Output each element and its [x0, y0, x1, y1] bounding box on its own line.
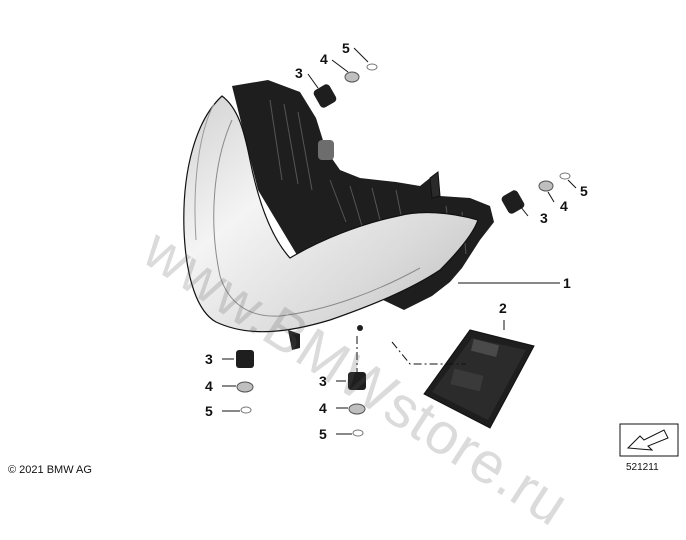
headlight-lens [183, 95, 479, 333]
callout-3-top: 3 [295, 65, 303, 81]
control-unit-connector [470, 339, 500, 357]
callout-5-right: 5 [580, 183, 588, 199]
assembly-axis-control-unit [391, 341, 466, 365]
callout-4-right: 4 [560, 198, 568, 214]
rubber-grommet-top [313, 84, 337, 108]
callout-4-top: 4 [320, 51, 328, 67]
lens-inner-contour [213, 119, 421, 317]
rubber-grommet-bottom-center [348, 372, 366, 390]
washer-top [344, 71, 360, 83]
callout-5-bottom-center: 5 [319, 426, 327, 442]
mounting-tab-top [429, 171, 441, 199]
washer-bottom-left [236, 381, 254, 393]
screw-right [559, 172, 571, 180]
copyright-text: © 2021 BMW AG [8, 464, 92, 476]
washer-right [538, 180, 554, 192]
callout-3-right: 3 [540, 210, 548, 226]
headlight-assembly-illustration [183, 80, 494, 350]
callout-1: 1 [563, 275, 571, 291]
exploded-parts-diagram: 1 2 3 4 5 3 4 5 3 4 5 3 4 5 [183, 40, 679, 457]
control-unit-illustration [423, 329, 535, 429]
diagram-number: 521211 [626, 462, 659, 473]
arrow-icon [626, 429, 669, 451]
mounting-hardware [236, 63, 571, 437]
callout-4-bottom-left: 4 [205, 378, 213, 394]
callout-4-bottom-center: 4 [319, 400, 327, 416]
lower-mount-point [357, 325, 363, 331]
bottom-bracket [288, 330, 300, 350]
washer-bottom-center [348, 403, 366, 415]
lens-edge-line [194, 103, 215, 241]
screw-bottom-left [240, 406, 252, 414]
callout-5-bottom-left: 5 [205, 403, 213, 419]
leader-lines [222, 47, 577, 435]
orientation-symbol [619, 423, 679, 457]
callout-5-top: 5 [342, 40, 350, 56]
control-unit-label-area [450, 368, 484, 392]
screw-bottom-center [352, 429, 364, 437]
callout-2: 2 [499, 300, 507, 316]
rubber-grommet-bottom-left [236, 350, 254, 368]
callout-labels: 1 2 3 4 5 3 4 5 3 4 5 3 4 5 [205, 40, 588, 442]
rubber-grommet-right [501, 190, 525, 214]
callout-3-bottom-center: 3 [319, 373, 327, 389]
callout-3-bottom-left: 3 [205, 351, 213, 367]
screw-top [366, 63, 378, 71]
bulb-socket [318, 140, 334, 160]
